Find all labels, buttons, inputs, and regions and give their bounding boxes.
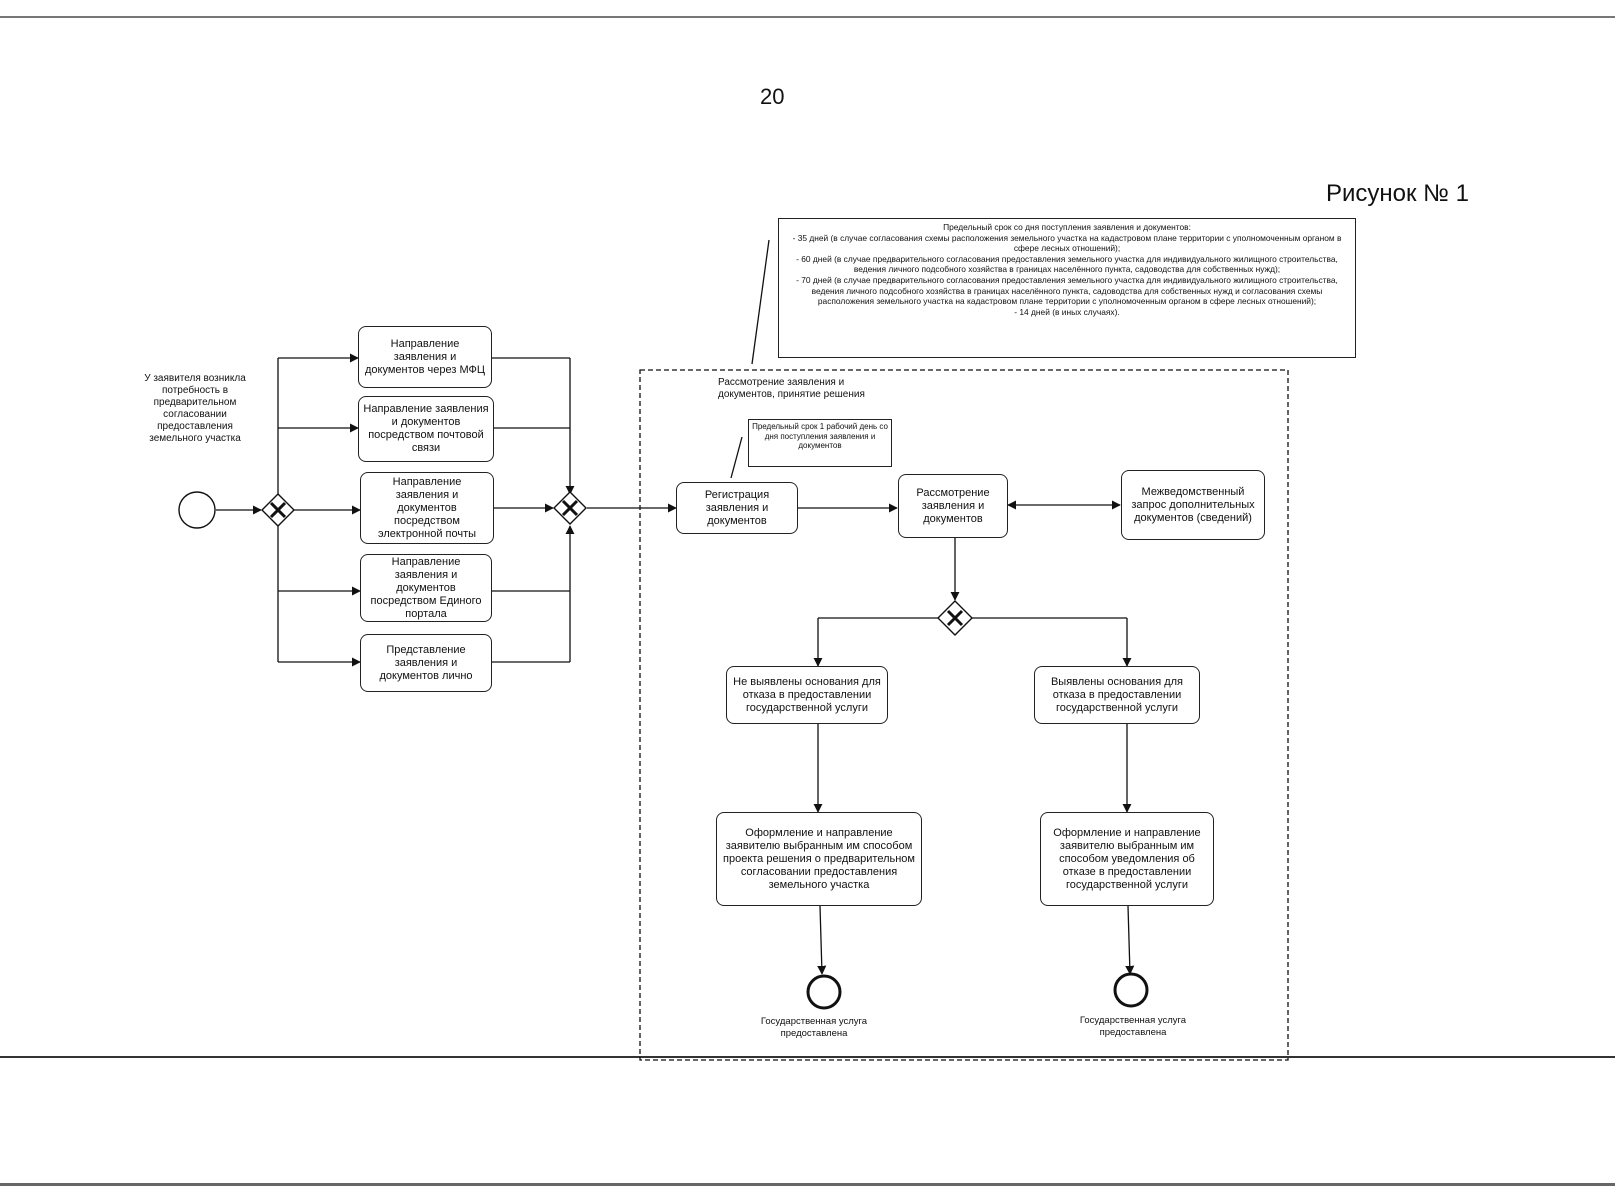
- split-gateway: [261, 493, 295, 527]
- merge-gateway: [553, 491, 587, 525]
- end-event-right: [1113, 972, 1149, 1008]
- issue-refusal-task: Оформление и направление заявителю выбра…: [1040, 812, 1214, 906]
- registration-deadline-note: Предельный срок 1 рабочий день со дня по…: [748, 419, 892, 467]
- review-group-border: [639, 369, 1289, 1061]
- interagency-request-task: Межведомственный запрос дополнительных д…: [1121, 470, 1265, 540]
- deadline-note-line: - 60 дней (в случае предварительного сог…: [796, 253, 1338, 275]
- channel-portal: Направление заявления и документов посре…: [360, 554, 492, 622]
- scan-bottom-edge: [0, 1183, 1615, 1186]
- deadline-note-line: Предельный срок со дня поступления заявл…: [943, 222, 1191, 232]
- issue-decision-task: Оформление и направление заявителю выбра…: [716, 812, 922, 906]
- no-grounds-task: Не выявлены основания для отказа в предо…: [726, 666, 888, 724]
- deadline-note-association: [751, 239, 770, 365]
- scan-top-edge: [0, 16, 1615, 18]
- review-group-title: Рассмотрение заявления и документов, при…: [718, 377, 865, 400]
- scan-divider-line: [0, 1056, 1615, 1058]
- registration-note-association: [730, 436, 743, 479]
- channel-email: Направление заявления и документов посре…: [360, 472, 494, 544]
- registration-task: Регистрация заявления и документов: [676, 482, 798, 534]
- deadline-note-line: - 14 дней (в иных случаях).: [1014, 306, 1120, 317]
- end-event-left-label: Государственная услуга предоставлена: [760, 1016, 868, 1039]
- start-event: [178, 491, 216, 529]
- deadline-note-line: - 35 дней (в случае согласования схемы р…: [792, 232, 1342, 254]
- figure-label: Рисунок № 1: [1326, 180, 1469, 207]
- deadline-note: Предельный срок со дня поступления заявл…: [778, 218, 1356, 358]
- decision-gateway: [937, 600, 973, 636]
- start-event-label: У заявителя возникла потребность в предв…: [144, 373, 246, 444]
- channel-in-person: Представление заявления и документов лич…: [360, 634, 492, 692]
- edge-refusal-to-end: [1125, 905, 1135, 975]
- channel-post: Направление заявления и документов посре…: [358, 396, 494, 462]
- end-event-left: [806, 974, 842, 1010]
- page-number: 20: [760, 84, 785, 109]
- edge-issue-to-end: [817, 905, 827, 975]
- deadline-note-line: - 70 дней (в случае предварительного сог…: [796, 274, 1338, 307]
- channel-mfc: Направление заявления и документов через…: [358, 326, 492, 388]
- grounds-found-task: Выявлены основания для отказа в предоста…: [1034, 666, 1200, 724]
- review-task: Рассмотрение заявления и документов: [898, 474, 1008, 538]
- end-event-right-label: Государственная услуга предоставлена: [1079, 1015, 1187, 1038]
